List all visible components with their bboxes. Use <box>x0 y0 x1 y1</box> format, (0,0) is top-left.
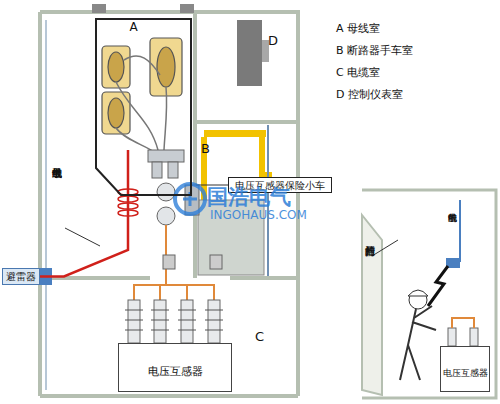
inset-illustration <box>362 190 496 398</box>
coil-turn <box>118 210 138 216</box>
room-letter: B <box>201 142 210 156</box>
legend-text: D 控制仪表室 <box>336 89 403 101</box>
room-letter: A <box>129 21 137 34</box>
box-text: 避雷器 <box>6 271 36 282</box>
ribbed-bushing <box>448 328 456 346</box>
live-lead-wire <box>40 196 128 277</box>
ribbed-bushing <box>154 300 166 343</box>
bushing-core <box>157 47 175 87</box>
leader-line <box>372 240 398 256</box>
left-wall <box>38 12 42 396</box>
coil-turn <box>118 203 138 209</box>
orange-wire <box>160 285 187 300</box>
lead-wire <box>116 128 154 152</box>
box-text: 电压互感器 <box>443 369 488 379</box>
live-lead <box>459 200 461 262</box>
ribbed-bushing <box>470 328 478 346</box>
worker-body <box>400 306 436 380</box>
room-letter: C <box>255 330 264 344</box>
bushing-core <box>108 52 124 82</box>
partition-wall <box>42 276 150 280</box>
busbar-leads <box>116 56 167 152</box>
contact-block <box>148 150 184 162</box>
relay-device <box>237 20 262 86</box>
arrester-box: 避雷器 <box>2 268 40 285</box>
legend-text: B 断路器手车室 <box>336 45 413 57</box>
worker-head <box>409 291 427 309</box>
partition-wall <box>193 12 197 278</box>
room-outline-shape <box>96 19 191 195</box>
right-wall <box>296 10 300 396</box>
ribbed-bushing <box>208 300 220 343</box>
bushing-ribs <box>125 310 223 330</box>
lifting-tab <box>180 4 194 13</box>
legend-text: A 母线室 <box>336 23 380 35</box>
ribbed-bushing <box>128 300 140 343</box>
watermark: 国浩电气 <box>207 186 291 209</box>
bushing-core <box>108 98 124 128</box>
insulator-disk <box>157 183 175 201</box>
leader-line <box>65 228 100 246</box>
cabinet-walls <box>40 10 298 396</box>
lightning-bolt <box>428 266 448 306</box>
worker-helmet <box>408 290 428 296</box>
live-lead <box>127 150 130 196</box>
partition-wall <box>230 276 298 280</box>
arrester-body <box>38 268 52 285</box>
bottom-wall <box>40 394 298 398</box>
room-letter: D <box>268 34 278 48</box>
lead-wire <box>116 82 158 150</box>
orange-wire <box>452 318 474 328</box>
coil-turn <box>118 196 138 202</box>
control-room: D <box>198 14 298 120</box>
insulator-disk <box>157 207 175 225</box>
lead-wire <box>124 56 160 75</box>
legend-text: C 电缆室 <box>336 67 380 79</box>
inset-frame <box>362 190 496 398</box>
transformer-box: 电压互感器 <box>440 346 490 392</box>
busbar-room: A <box>95 18 192 196</box>
contact-block <box>168 162 178 178</box>
inner-wall-line <box>45 20 47 390</box>
transformer-bushings <box>125 300 223 343</box>
bushing <box>102 46 130 88</box>
open-door <box>362 215 382 395</box>
lifting-tab <box>92 4 106 13</box>
relay-device <box>262 40 269 62</box>
top-wall <box>40 10 298 14</box>
yellow-arm <box>204 130 266 137</box>
watermark: INGOHAUS.COM <box>210 209 307 222</box>
cable-room: C 电压互感器 <box>42 280 298 394</box>
contact-block <box>152 162 162 178</box>
ribbed-bushing <box>181 300 193 343</box>
partition-wall <box>195 120 298 124</box>
transformer-box: 电压互感器 <box>118 343 232 392</box>
room-outline <box>95 18 192 196</box>
lead-wire <box>164 87 167 150</box>
orange-wire <box>134 285 214 300</box>
box-text: 电压互感器 <box>148 366 203 378</box>
post-insulator <box>210 255 222 269</box>
post-insulator <box>163 255 175 269</box>
transformer-wiring <box>134 225 214 300</box>
